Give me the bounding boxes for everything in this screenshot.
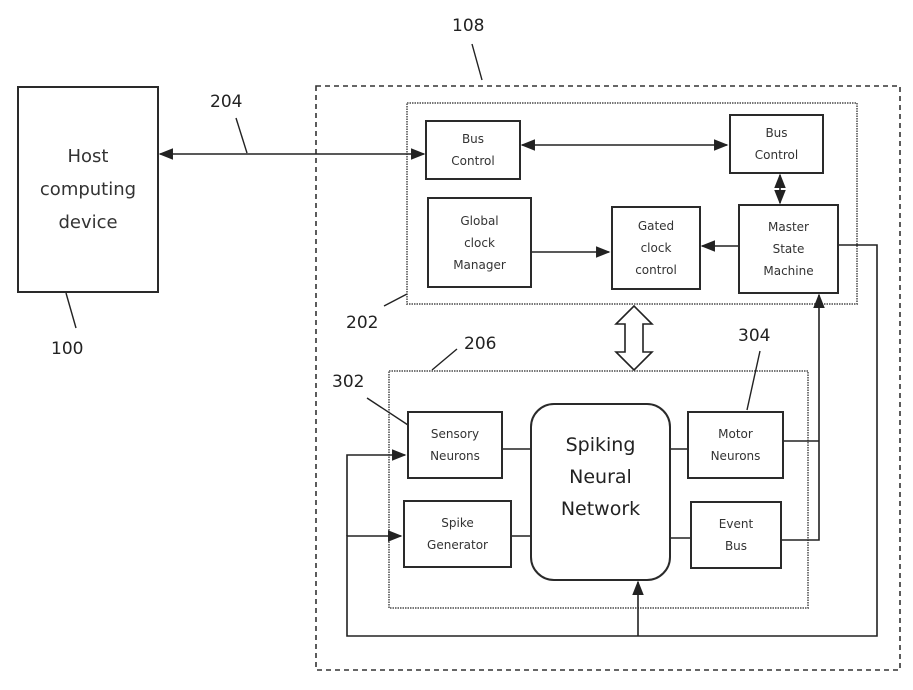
gated-clock-control-line-1: Gated [637,219,675,233]
leader-202 [383,293,408,307]
ref-label-304: 304 [738,326,771,346]
host-line-3: device [58,212,118,233]
leader-100 [65,292,77,329]
snn-line-2: Neural [569,466,632,488]
global-clock-manager: Global clock Manager [427,197,532,288]
global-clock-manager-line-3: Manager [453,257,506,272]
bus-control-right: Bus Control [729,114,824,174]
spike-generator-line-1: Spike [441,516,474,530]
spike-generator-line-2: Generator [427,538,488,552]
leader-206 [431,348,458,371]
bus-control-left: Bus Control [425,120,521,180]
master-state-machine-line-2: State [772,242,805,256]
ref-label-108: 108 [452,16,485,36]
bus-control-left-line-2: Control [451,154,495,168]
subsystem-202 [406,102,858,305]
gated-clock-control-line-3: control [635,263,677,277]
motor-neurons-line-2: Neurons [710,449,761,463]
bus-control-right-line-1: Bus [765,126,788,140]
link-msm-feedback [346,244,878,637]
sensory-neurons-line-1: Sensory [430,427,480,441]
event-bus-line-2: Bus [724,539,748,553]
subsystem-206 [388,370,809,609]
bus-control-left-line-1: Bus [461,132,485,146]
host-line-1: Host [67,146,109,167]
global-clock-manager-line-2: clock [464,235,495,250]
ref-label-206: 206 [464,334,497,354]
gated-clock-control: Gated clock control [611,206,701,290]
snn-line-1: Spiking [565,434,636,456]
sensory-neurons: Sensory Neurons [407,411,503,479]
bus-control-right-line-2: Control [754,148,799,162]
leader-108 [471,43,483,81]
master-state-machine-line-3: Machine [763,264,814,278]
host-line-2: computing [39,179,137,200]
host-computing-device: Host computing device [17,86,159,293]
link-eventbus-msm [781,293,825,541]
link-feedback-sensory [346,449,407,536]
master-state-machine: Master State Machine [738,204,839,294]
ref-label-302: 302 [332,372,365,392]
chip-boundary-108 [315,85,901,671]
leader-302 [366,397,409,426]
leader-304 [746,350,761,411]
ref-label-204: 204 [210,92,243,112]
bidirectional-interface-arrow [614,304,654,372]
spike-generator: Spike Generator [403,500,512,568]
gated-clock-control-line-2: clock [640,241,672,255]
ref-label-202: 202 [346,313,379,333]
motor-neurons-line-1: Motor [718,427,753,441]
global-clock-manager-line-1: Global [460,213,499,228]
event-bus-line-1: Event [718,517,754,531]
spiking-neural-network: Spiking Neural Network [530,403,671,581]
master-state-machine-line-1: Master [768,220,809,234]
snn-line-3: Network [560,498,641,520]
ref-label-100: 100 [51,339,84,359]
event-bus: Event Bus [690,501,782,569]
leader-204 [235,117,248,154]
sensory-neurons-line-2: Neurons [430,449,480,463]
motor-neurons: Motor Neurons [687,411,784,479]
